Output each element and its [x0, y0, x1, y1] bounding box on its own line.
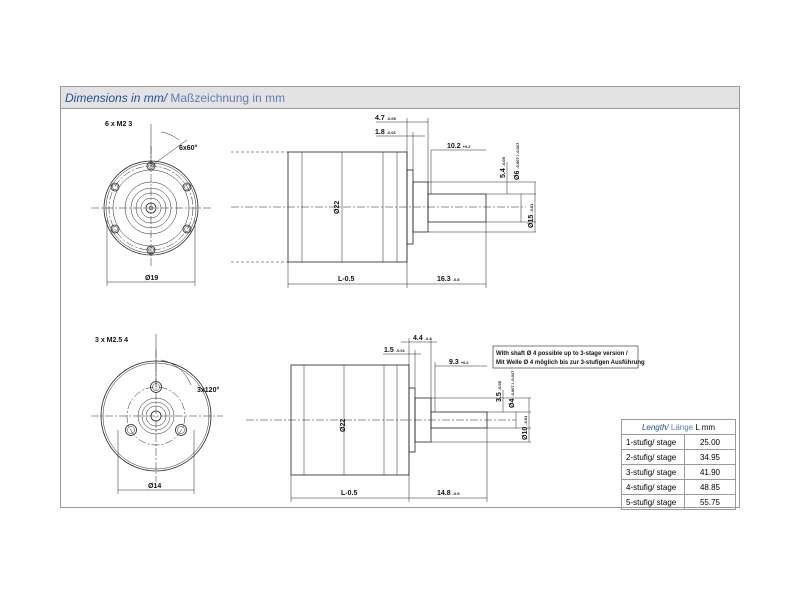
- mounting-hole: [182, 182, 192, 192]
- bottom-dim-9-3: 9.3+0.2: [449, 359, 469, 366]
- mounting-hole: [110, 182, 120, 192]
- top-dim-5-4: 5.4-0.05: [500, 156, 507, 178]
- top-diameter-label: Ø19: [145, 275, 158, 282]
- top-dim-10-2: 10.2+0.2: [447, 143, 471, 150]
- top-dim-4-7: 4.7-0.05: [375, 115, 397, 122]
- bottom-body-diameter: Ø22: [340, 419, 347, 432]
- bottom-angle-label: 3x120°: [197, 386, 219, 394]
- length-cell: 34.95: [684, 449, 736, 465]
- bottom-dim-1-5: 1.5-0.01: [384, 347, 406, 354]
- bottom-dim-3-5: 3.5-0.05: [496, 380, 503, 402]
- mounting-hole: [175, 424, 187, 436]
- section-header: Dimensions in mm/ Maßzeichnung in mm: [61, 87, 739, 109]
- bottom-shaft-length: 14.8-0.5: [437, 490, 460, 497]
- length-cell: 55.75: [684, 494, 736, 510]
- top-body-diameter: Ø22: [334, 201, 341, 214]
- length-table-header: Length/ Länge L mm: [621, 419, 736, 435]
- length-cell: 41.90: [684, 464, 736, 480]
- mounting-hole: [125, 424, 137, 436]
- top-dim-d6: Ø6-0.007 / -0.017: [514, 142, 521, 180]
- bottom-dim-4-4: 4.4-0.3: [413, 335, 432, 342]
- shaft-note-line1: With shaft Ø 4 possible up to 3-stage ve…: [496, 351, 628, 357]
- shaft-note-box: [492, 345, 639, 369]
- length-table-header-cell: Length/ Länge L mm: [621, 419, 736, 435]
- header-title-de: Maßzeichnung in mm: [167, 91, 286, 105]
- stage-cell: 2-stufig/ stage: [621, 449, 685, 465]
- bottom-length-label: L-0.5: [341, 490, 357, 497]
- stage-cell: 3-stufig/ stage: [621, 464, 685, 480]
- top-length-label: L-0.5: [338, 276, 354, 283]
- mounting-hole: [110, 224, 120, 234]
- top-holes-label: 6 x M2 3: [105, 121, 132, 128]
- mounting-hole: [182, 224, 192, 234]
- stage-cell: 5-stufig/ stage: [621, 494, 685, 510]
- length-header-de: Länge: [668, 422, 694, 432]
- bottom-side-view: Ø22 L-0.5 14.8-0.5 4.4-0.3 1.5-0.01 9.3+…: [246, 335, 645, 502]
- bottom-dim-d10: Ø10-0.01: [522, 415, 529, 440]
- top-shaft-length: 16.3-0.8: [437, 276, 460, 283]
- top-dim-1-8: 1.8-0.01: [375, 129, 397, 136]
- top-dim-d15: Ø15-0.01: [528, 203, 535, 228]
- top-angle-label: 6x60°: [179, 144, 198, 152]
- top-side-view: Ø22 L-0.5 16.3-0.8 4.7-0.05 1.8-0.01 10.…: [231, 115, 536, 288]
- length-cell: 25.00: [684, 434, 736, 450]
- header-title-en: Dimensions in mm/: [65, 91, 168, 105]
- length-cell: 48.85: [684, 479, 736, 495]
- length-header-unit: L mm: [695, 422, 716, 432]
- stage-cell: 1-stufig/ stage: [621, 434, 685, 450]
- top-front-view: 6 x M2 3 6x60° Ø19: [91, 121, 211, 286]
- stage-cell: 4-stufig/ stage: [621, 479, 685, 495]
- shaft-note-line2: Mit Welle Ø 4 möglich bis zur 3-stufigen…: [496, 360, 645, 366]
- length-header-en: Length/: [641, 422, 669, 432]
- bottom-dim-d4: Ø4-0.007 / -0.017: [509, 370, 516, 408]
- bottom-front-view: 3 x M2.5 4 3x120° Ø14: [91, 334, 223, 494]
- technical-drawing: 6 x M2 3 6x60° Ø19 Ø22 L-0.5: [91, 115, 645, 502]
- drawing-sheet: Dimensions in mm/ Maßzeichnung in mm: [60, 86, 740, 510]
- bottom-holes-label: 3 x M2.5 4: [95, 337, 128, 344]
- bottom-diameter-label: Ø14: [148, 483, 161, 490]
